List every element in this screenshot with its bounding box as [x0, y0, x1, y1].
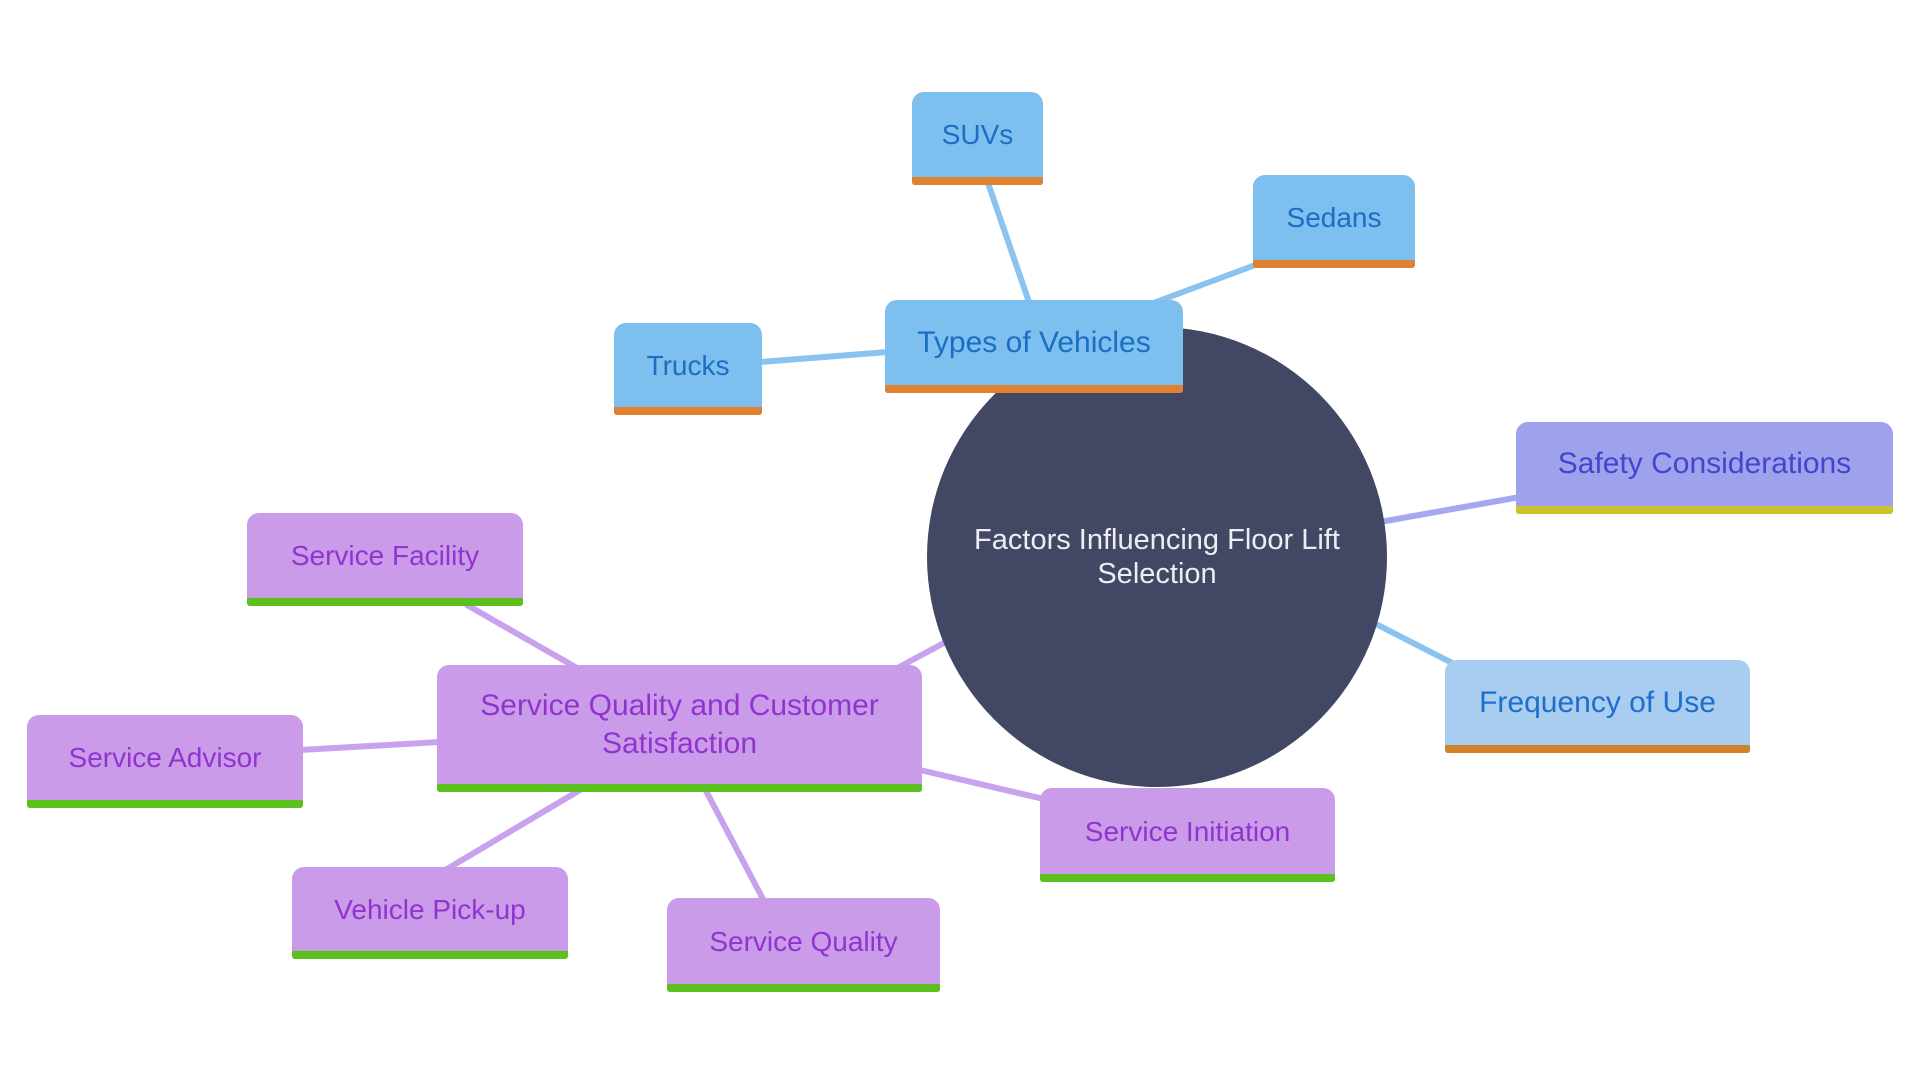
node-underline-sedans [1253, 260, 1415, 268]
edge-hub-to-frequency-of-use [1369, 619, 1461, 669]
node-label-service-quality-customer-satisfaction: Service Quality and Customer Satisfactio… [480, 689, 879, 760]
node-label-service-advisor: Service Advisor [68, 742, 262, 773]
node-service-facility[interactable]: Service Facility [247, 513, 523, 606]
node-service-initiation[interactable]: Service Initiation [1040, 788, 1335, 882]
node-service-quality[interactable]: Service Quality [667, 898, 940, 992]
edge-service-quality-customer-satisfaction-to-service-initiation [917, 767, 1051, 803]
node-label-safety-considerations: Safety Considerations [1557, 447, 1852, 481]
central-node[interactable]: Factors Influencing Floor Lift Selection [927, 327, 1387, 787]
node-sedans[interactable]: Sedans [1253, 175, 1415, 268]
node-underline-types-of-vehicles [885, 385, 1183, 393]
node-service-quality-customer-satisfaction[interactable]: Service Quality and Customer Satisfactio… [437, 665, 922, 792]
node-suvs[interactable]: SUVs [912, 92, 1043, 185]
node-underline-service-initiation [1040, 874, 1335, 882]
node-label-types-of-vehicles: Types of Vehicles [917, 325, 1151, 359]
node-types-of-vehicles[interactable]: Types of Vehicles [885, 300, 1183, 393]
edge-trucks-to-types-of-vehicles [757, 349, 891, 365]
edge-suvs-to-types-of-vehicles [985, 180, 1033, 308]
node-underline-service-advisor [27, 800, 303, 808]
node-label-service-facility: Service Facility [290, 540, 480, 571]
central-node-label-line2: Selection [1097, 558, 1217, 590]
node-label-sedans: Sedans [1286, 202, 1382, 233]
edge-service-quality-customer-satisfaction-to-service-advisor [297, 739, 443, 753]
node-service-advisor[interactable]: Service Advisor [27, 715, 303, 808]
edge-service-quality-customer-satisfaction-to-service-facility [464, 602, 580, 671]
node-vehicle-pick-up[interactable]: Vehicle Pick-up [292, 867, 568, 959]
node-underline-vehicle-pick-up [292, 951, 568, 959]
node-label-frequency-of-use: Frequency of Use [1479, 685, 1716, 719]
node-underline-trucks [614, 407, 762, 415]
node-label-trucks: Trucks [646, 349, 730, 381]
edge-service-quality-customer-satisfaction-to-vehicle-pick-up [444, 787, 583, 872]
node-underline-service-facility [247, 598, 523, 606]
node-label-service-quality: Service Quality [709, 925, 898, 957]
node-underline-service-quality-customer-satisfaction [437, 784, 922, 792]
node-label-vehicle-pick-up: Vehicle Pick-up [334, 893, 526, 925]
node-underline-frequency-of-use [1445, 745, 1750, 753]
edge-hub-to-safety-considerations [1377, 494, 1523, 525]
node-underline-suvs [912, 177, 1043, 185]
node-underline-service-quality [667, 984, 940, 992]
central-node-label-line1: Factors Influencing Floor Lift [974, 524, 1340, 556]
edge-sedans-to-types-of-vehicles [1145, 261, 1261, 308]
node-underline-safety-considerations [1516, 506, 1893, 514]
node-label-service-initiation: Service Initiation [1084, 815, 1291, 847]
node-safety-considerations[interactable]: Safety Considerations [1516, 422, 1893, 514]
node-frequency-of-use[interactable]: Frequency of Use [1445, 660, 1750, 753]
edge-service-quality-customer-satisfaction-to-service-quality [702, 786, 767, 904]
node-label-suvs: SUVs [941, 119, 1014, 150]
node-trucks[interactable]: Trucks [614, 323, 762, 415]
